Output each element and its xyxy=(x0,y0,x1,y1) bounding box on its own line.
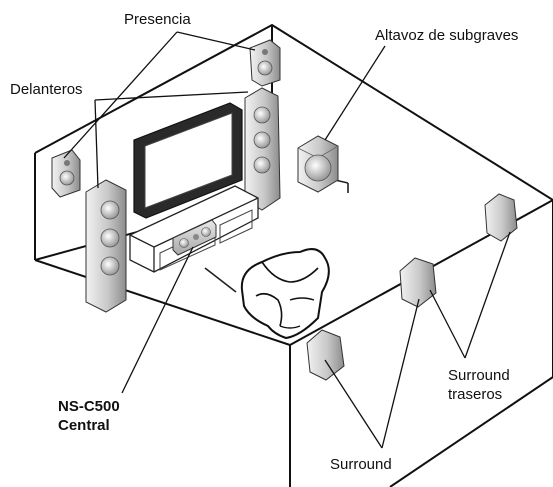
surround-speaker-right xyxy=(399,257,437,308)
armchair xyxy=(240,248,330,340)
label-surround: Surround xyxy=(330,456,392,473)
front-speaker-left xyxy=(85,179,127,313)
label-surround-back-line1: Surround xyxy=(448,367,510,384)
television xyxy=(133,102,243,221)
leader-lines xyxy=(63,31,511,449)
label-center-line2: Central xyxy=(58,417,110,434)
label-surround-back-line2: traseros xyxy=(448,386,502,403)
subwoofer xyxy=(297,135,339,193)
label-center-line1: NS-C500 xyxy=(58,398,120,415)
presence-speaker-left xyxy=(51,149,81,198)
surround-back-speaker xyxy=(484,193,518,242)
front-speaker-right xyxy=(244,87,281,211)
label-subwoofer: Altavoz de subgraves xyxy=(375,27,518,44)
presence-speaker-right xyxy=(249,39,281,87)
label-presence: Presencia xyxy=(124,11,191,28)
center-speaker xyxy=(172,219,217,256)
surround-speaker-left xyxy=(306,329,345,381)
label-front: Delanteros xyxy=(10,81,83,98)
